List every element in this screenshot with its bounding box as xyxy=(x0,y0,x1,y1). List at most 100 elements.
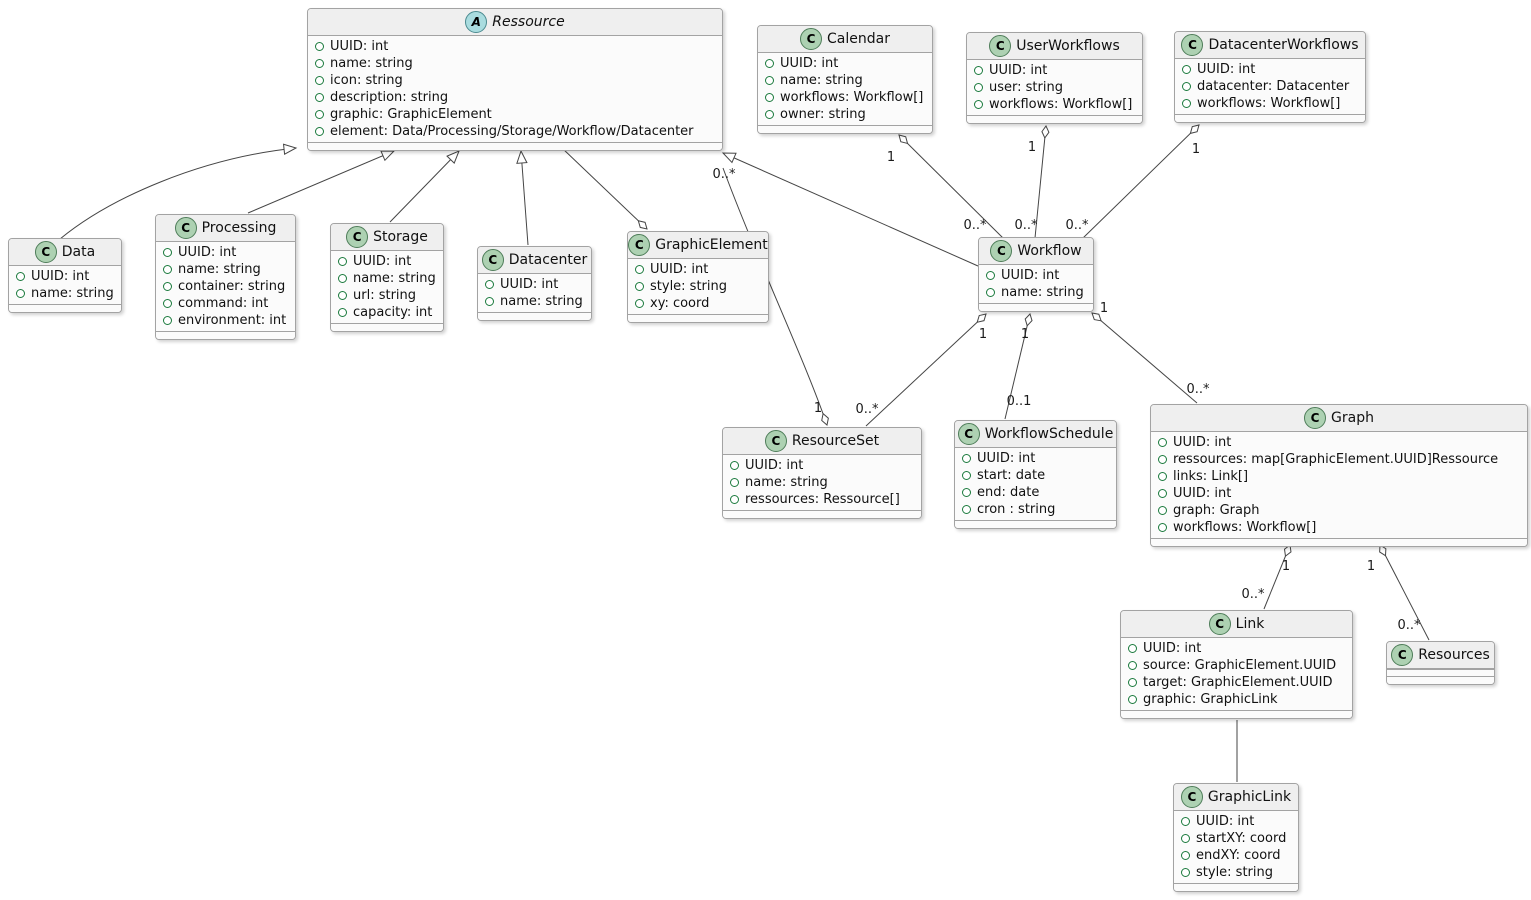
class-title: GraphicElement xyxy=(655,237,768,253)
attribute-row: name: string xyxy=(758,72,932,89)
multiplicity-label: 0..* xyxy=(1186,382,1210,397)
attribute-row: ressources: map[GraphicElement.UUID]Ress… xyxy=(1151,451,1527,468)
field-icon xyxy=(1158,489,1167,498)
class-link: C Link UUID: int source: GraphicElement.… xyxy=(1120,610,1353,719)
edge-workflow-workflowschedule xyxy=(1004,313,1033,420)
attribute-row: container: string xyxy=(156,278,295,295)
attribute-row: url: string xyxy=(331,287,443,304)
field-icon xyxy=(765,59,774,68)
class-title: Workflow xyxy=(1017,243,1082,259)
attribute-row: UUID: int xyxy=(1121,640,1352,657)
class-header: C Calendar xyxy=(758,26,932,53)
attribute-text: description: string xyxy=(330,90,449,105)
multiplicity-label: 0..* xyxy=(1065,218,1089,233)
class-icon: C xyxy=(481,249,504,271)
field-icon xyxy=(315,110,324,119)
field-icon xyxy=(962,488,971,497)
methods-compartment xyxy=(1387,676,1494,684)
field-icon xyxy=(338,257,347,266)
attribute-text: UUID: int xyxy=(650,262,709,277)
multiplicity-label: 0..* xyxy=(1241,587,1265,602)
class-header: C UserWorkflows xyxy=(967,33,1142,60)
methods-compartment xyxy=(1121,710,1352,718)
attribute-row: workflows: Workflow[] xyxy=(758,89,932,106)
class-header: C GraphicLink xyxy=(1174,784,1298,811)
methods-compartment xyxy=(9,304,121,312)
attributes-compartment xyxy=(1387,669,1494,676)
field-icon xyxy=(485,280,494,289)
attribute-row: user: string xyxy=(967,79,1142,96)
class-title: Link xyxy=(1235,616,1265,632)
field-icon xyxy=(730,478,739,487)
class-title: Storage xyxy=(373,229,428,245)
class-header: C ResourceSet xyxy=(723,428,921,455)
class-header: A Ressource xyxy=(308,9,722,36)
field-icon xyxy=(1158,506,1167,515)
class-icon: C xyxy=(1391,644,1414,666)
field-icon xyxy=(1158,472,1167,481)
class-datacenter: C Datacenter UUID: int name: string xyxy=(477,246,592,321)
attribute-text: icon: string xyxy=(330,73,403,88)
attribute-row: graphic: GraphicElement xyxy=(308,106,722,123)
methods-compartment xyxy=(478,312,591,320)
class-storage: C Storage UUID: int name: string url: st… xyxy=(330,223,444,332)
field-icon xyxy=(1182,65,1191,74)
field-icon xyxy=(765,110,774,119)
class-icon: C xyxy=(990,240,1013,262)
attribute-row: element: Data/Processing/Storage/Workflo… xyxy=(308,123,722,140)
attribute-text: start: date xyxy=(977,468,1046,483)
multiplicity-label: 1 xyxy=(1100,301,1108,316)
attribute-row: startXY: coord xyxy=(1174,830,1298,847)
attribute-text: cron : string xyxy=(977,502,1056,517)
attributes-compartment: UUID: int name: string container: string… xyxy=(156,242,295,331)
edge-ressource-graphicelement xyxy=(561,147,648,230)
methods-compartment xyxy=(1174,883,1298,891)
class-icon: C xyxy=(989,35,1012,57)
edge-datacenter-extends-ressource xyxy=(516,149,529,246)
class-icon: C xyxy=(1208,613,1231,635)
attribute-text: UUID: int xyxy=(31,269,90,284)
methods-compartment xyxy=(1175,114,1365,122)
class-graphicelement: C GraphicElement UUID: int style: string… xyxy=(627,231,769,323)
edge-ressource-resourceset xyxy=(722,167,829,426)
attributes-compartment: UUID: int ressources: map[GraphicElement… xyxy=(1151,432,1527,538)
edge-processing-extends-ressource xyxy=(247,150,396,214)
attributes-compartment: UUID: int name: string xyxy=(478,274,591,312)
attributes-compartment: UUID: int name: string xyxy=(9,266,121,304)
edge-datacenterworkflows-workflow xyxy=(1082,124,1200,239)
attribute-text: workflows: Workflow[] xyxy=(780,90,924,105)
field-icon xyxy=(163,282,172,291)
attribute-row: UUID: int xyxy=(723,457,921,474)
class-title: Graph xyxy=(1331,410,1374,426)
attributes-compartment: UUID: int name: string xyxy=(979,265,1093,303)
attribute-row: source: GraphicElement.UUID xyxy=(1121,657,1352,674)
class-title: ResourceSet xyxy=(791,433,880,449)
attributes-compartment: UUID: int style: string xy: coord xyxy=(628,259,768,314)
field-icon xyxy=(1128,661,1137,670)
field-icon xyxy=(163,248,172,257)
methods-compartment xyxy=(967,115,1142,123)
attribute-text: style: string xyxy=(1196,865,1274,880)
attribute-row: UUID: int xyxy=(967,62,1142,79)
class-data: C Data UUID: int name: string xyxy=(8,238,122,313)
class-title: Resources xyxy=(1418,647,1490,663)
attribute-text: workflows: Workflow[] xyxy=(989,97,1133,112)
field-icon xyxy=(1128,644,1137,653)
methods-compartment xyxy=(723,510,921,518)
methods-compartment xyxy=(331,323,443,331)
field-icon xyxy=(974,66,983,75)
attribute-text: UUID: int xyxy=(1173,435,1232,450)
field-icon xyxy=(1128,678,1137,687)
attribute-row: cron : string xyxy=(955,501,1116,518)
field-icon xyxy=(635,299,644,308)
field-icon xyxy=(730,495,739,504)
class-header: C Link xyxy=(1121,611,1352,638)
attribute-row: links: Link[] xyxy=(1151,468,1527,485)
attribute-text: name: string xyxy=(353,271,436,286)
edge-storage-extends-ressource xyxy=(389,150,460,223)
class-title: Datacenter xyxy=(508,252,588,268)
field-icon xyxy=(338,291,347,300)
methods-compartment xyxy=(156,331,295,339)
